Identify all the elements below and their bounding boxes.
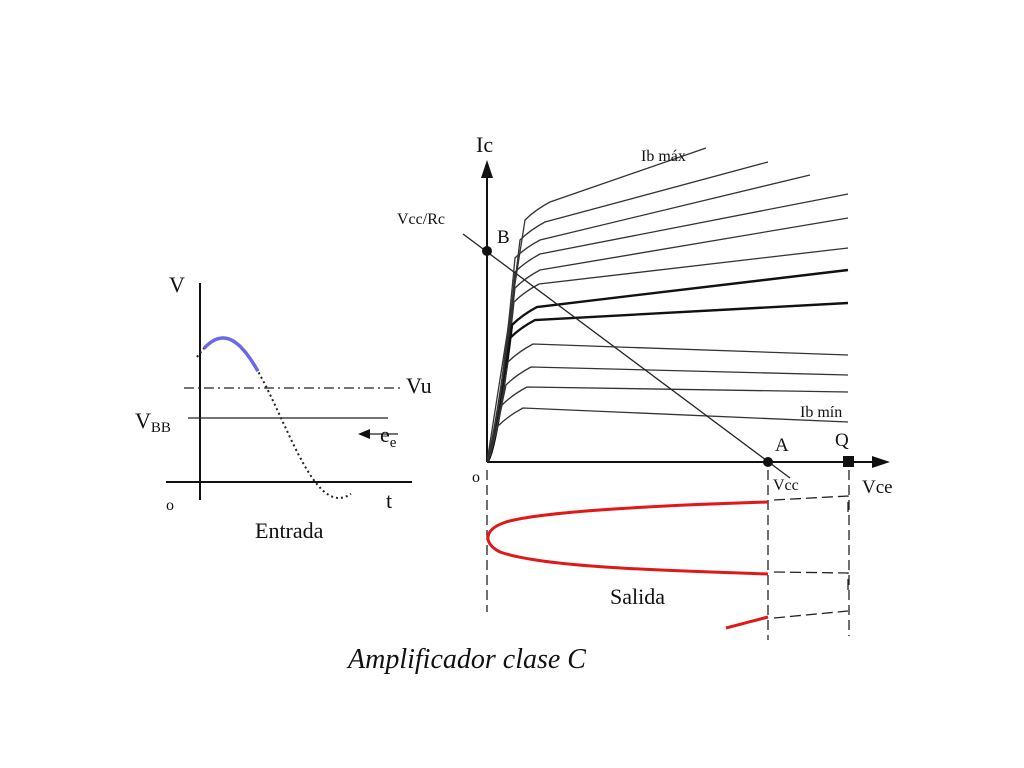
input-t-label: t (386, 488, 392, 513)
signal-pointer-arrowhead (358, 429, 370, 439)
point-a-label: A (775, 435, 789, 456)
vbb-label: VBB (135, 408, 171, 436)
next-output-pulse (725, 615, 769, 630)
ib-curve (486, 343, 849, 463)
ic-axis-arrowhead (481, 160, 493, 178)
vce-axis-arrowhead (872, 456, 890, 468)
ib-curve (486, 247, 849, 463)
ic-axis-label: Ic (476, 132, 493, 157)
input-origin-label: o (166, 497, 174, 514)
vcc-label: Vcc (773, 477, 799, 494)
point-q (843, 456, 854, 467)
output-panel: Ic Vce o Ib máx Ib mín Vcc/Rc B A Q Vcc … (397, 132, 893, 640)
cutoff-dash-top (773, 495, 849, 512)
point-b (482, 246, 492, 256)
ib-curve (486, 407, 849, 463)
ib-curve (486, 301, 849, 464)
input-v-label: V (169, 272, 185, 297)
vce-axis-label: Vce (862, 477, 893, 498)
ib-curve (486, 174, 811, 463)
load-line (462, 233, 791, 479)
output-origin-label: o (472, 469, 480, 486)
ib-curve (486, 268, 849, 463)
output-title: Salida (610, 584, 665, 609)
ib-curve (486, 147, 707, 463)
output-current-pulse (486, 500, 769, 576)
input-conduction-portion (202, 336, 260, 373)
vu-label: Vu (406, 373, 432, 398)
point-b-label: B (497, 227, 510, 248)
ib-min-label: Ib mín (800, 404, 842, 421)
ib-curve (486, 386, 849, 463)
vcc-rc-label: Vcc/Rc (397, 211, 445, 228)
figure-caption: Amplificador clase C (346, 644, 586, 675)
cutoff-dash-middle (773, 571, 849, 592)
point-q-label: Q (835, 430, 849, 451)
input-panel: V t o VBB Vu ee Entrada (135, 272, 432, 543)
input-title: Entrada (255, 518, 324, 543)
signal-ee-label: ee (380, 422, 397, 451)
cutoff-dash-bottom (773, 610, 849, 619)
ib-curve-family (486, 147, 849, 464)
ib-curve (486, 193, 849, 463)
point-a (763, 457, 773, 467)
ib-max-label: Ib máx (641, 148, 686, 165)
